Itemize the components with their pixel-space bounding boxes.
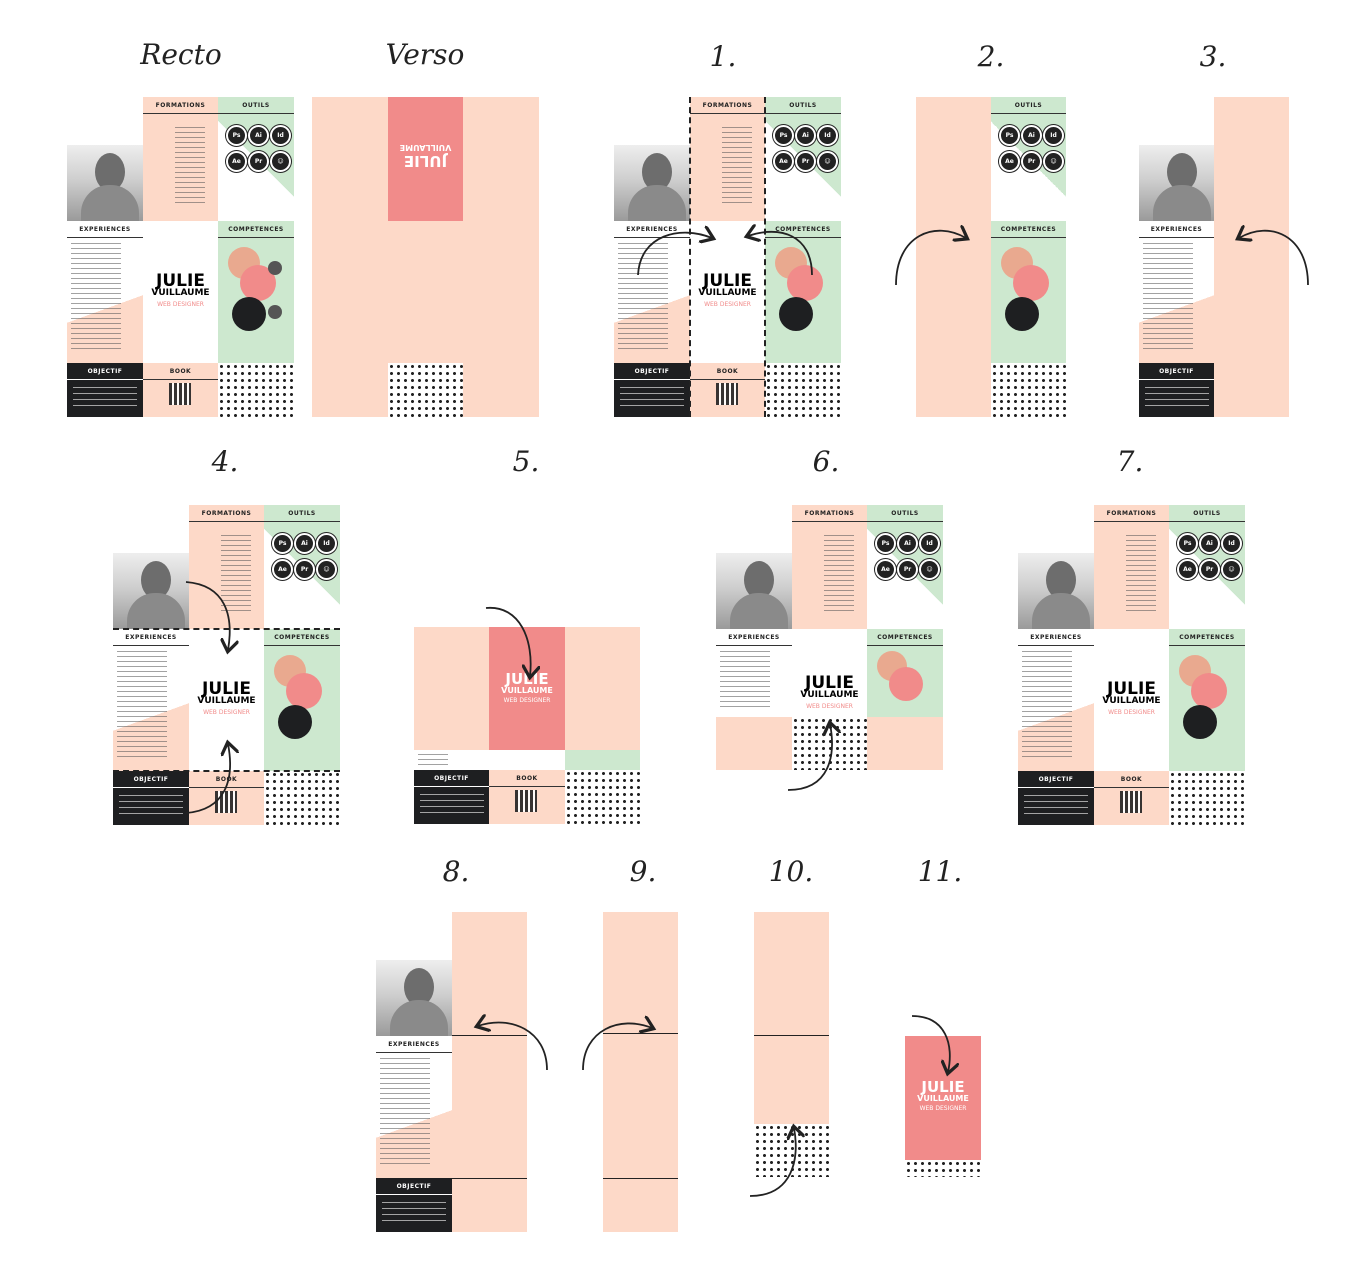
- label-step-6: 6.: [812, 445, 840, 478]
- curved-arrow-icon: [749, 1128, 796, 1197]
- curved-arrow-icon: [478, 1023, 548, 1071]
- label-recto: Recto: [140, 38, 222, 71]
- experiences-header: EXPERIENCES: [67, 221, 143, 238]
- experiences-panel: EXPERIENCES: [67, 221, 143, 363]
- formations-header: FORMATIONS: [143, 97, 218, 114]
- fold-line: [689, 97, 691, 417]
- name-panel: JULIE VUILLAUME WEB DESIGNER: [143, 221, 218, 363]
- curved-arrow-icon: [582, 1023, 652, 1071]
- curved-arrow-icon: [485, 607, 531, 676]
- step2-sheet: OUTILS Ps Ai Id Ae Pr ☺ COMPETENCES: [916, 97, 1066, 417]
- curved-arrow-icon: [185, 744, 230, 814]
- verso-cover: JULIE VUILLAUME: [388, 97, 463, 221]
- objectif-header: OBJECTIF: [67, 363, 143, 380]
- label-step-11: 11.: [917, 855, 963, 888]
- premiere-icon: Pr: [248, 151, 269, 172]
- book-header: BOOK: [143, 363, 218, 380]
- name-last: VUILLAUME: [151, 288, 210, 298]
- label-step-8: 8.: [442, 855, 470, 888]
- recto-sheet: FORMATIONS OUTILS Ps Ai Id Ae Pr ☺ EXPER…: [67, 97, 294, 417]
- competences-header: COMPETENCES: [218, 221, 294, 238]
- outils-panel: OUTILS Ps Ai Id Ae Pr ☺: [218, 97, 294, 221]
- objectif-panel: OBJECTIF: [67, 363, 143, 417]
- qr-code-icon: [169, 383, 191, 405]
- step4-sheet: FORMATIONS OUTILS Ps Ai Id Ae Pr ☺ EXPER…: [113, 505, 340, 825]
- step11-sheet: JULIE VUILLAUME WEB DESIGNER: [905, 1036, 981, 1177]
- curved-arrow-icon: [895, 231, 966, 286]
- smiley-icon: ☺: [270, 151, 291, 172]
- fold-line: [764, 97, 766, 417]
- verso-sheet: JULIE VUILLAUME: [312, 97, 539, 417]
- step10-sheet: [754, 912, 829, 1177]
- label-step-2: 2.: [977, 40, 1005, 73]
- label-step-7: 7.: [1116, 445, 1144, 478]
- step6-sheet: FORMATIONS OUTILS Ps Ai Id Ae Pr ☺ EXPER…: [716, 505, 943, 770]
- step5-sheet: JULIE VUILLAUME WEB DESIGNER OBJECTIF BO…: [414, 627, 640, 824]
- label-verso: Verso: [385, 38, 465, 71]
- aftereffects-icon: Ae: [226, 151, 247, 172]
- label-step-3: 3.: [1199, 40, 1227, 73]
- outils-header: OUTILS: [218, 97, 294, 114]
- name-first: JULIE: [156, 271, 205, 291]
- curved-arrow-icon: [787, 724, 832, 791]
- curved-arrow-icon: [1239, 231, 1309, 286]
- label-step-9: 9.: [629, 855, 657, 888]
- label-step-4: 4.: [211, 445, 239, 478]
- illustrator-icon: Ai: [248, 125, 269, 146]
- curved-arrow-icon: [185, 581, 230, 650]
- curved-arrow-icon: [748, 232, 813, 276]
- dot-pattern-icon: [388, 363, 463, 417]
- dot-pattern-icon: [218, 363, 294, 417]
- formations-panel: FORMATIONS: [143, 97, 218, 221]
- competences-panel: COMPETENCES: [218, 221, 294, 363]
- label-step-5: 5.: [512, 445, 540, 478]
- job-title: WEB DESIGNER: [157, 301, 204, 308]
- label-step-10: 10.: [768, 855, 814, 888]
- step1-sheet: FORMATIONS OUTILS Ps Ai Id Ae Pr ☺ EXPER…: [614, 97, 841, 417]
- step3-sheet: EXPERIENCES OBJECTIF: [1139, 97, 1289, 417]
- curved-arrow-icon: [911, 1015, 950, 1072]
- photoshop-icon: Ps: [226, 125, 247, 146]
- book-panel: BOOK: [143, 363, 218, 417]
- step8-sheet: EXPERIENCES OBJECTIF: [376, 912, 527, 1232]
- label-step-1: 1.: [709, 40, 737, 73]
- indesign-icon: Id: [270, 125, 291, 146]
- curved-arrow-icon: [637, 233, 712, 276]
- step7-sheet: FORMATIONS OUTILS Ps Ai Id Ae Pr ☺ EXPER…: [1018, 505, 1245, 825]
